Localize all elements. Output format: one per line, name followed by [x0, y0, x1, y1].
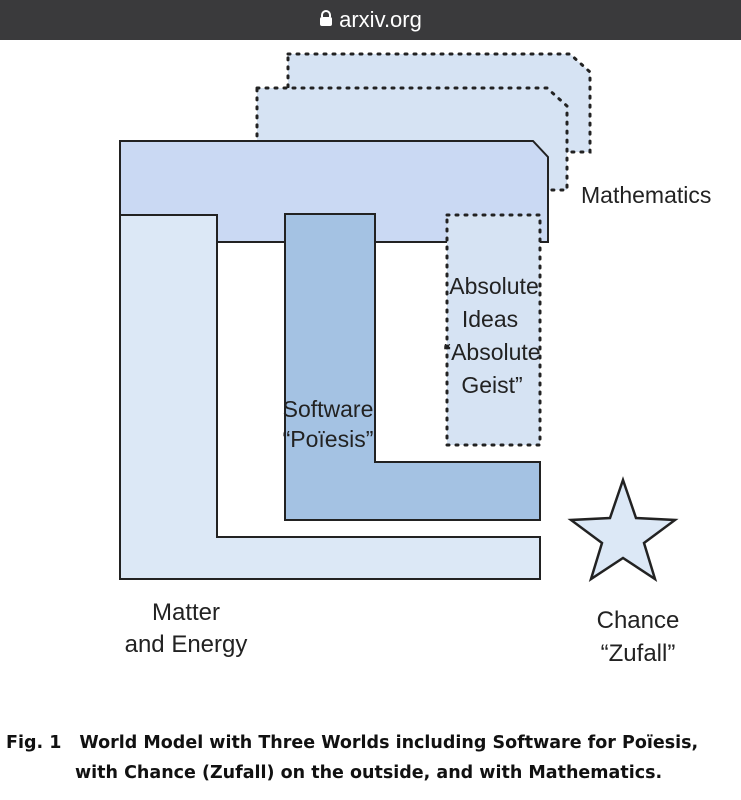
software-label-2: “Poïesis” [283, 426, 374, 452]
matter-energy-l-shape [119, 214, 541, 580]
caption-fig-label: Fig. 1 [6, 733, 62, 753]
caption-text-1: World Model with Three Worlds including … [79, 733, 699, 753]
browser-address-bar[interactable]: arxiv.org [0, 0, 741, 40]
world-model-diagram: Mathematics Absolute Ideas “Absolute Gei… [0, 40, 741, 720]
software-label-1: Software [283, 396, 374, 422]
chance-label-1: Chance [597, 607, 680, 634]
matter-label-1: Matter [152, 599, 220, 626]
caption-line-2: with Chance (Zufall) on the outside, and… [75, 763, 663, 783]
absolute-ideas-label-2: Ideas [462, 306, 518, 332]
chance-star-icon [567, 476, 679, 582]
matter-label-2: and Energy [125, 631, 248, 658]
url-text: arxiv.org [339, 7, 422, 32]
absolute-ideas-box [445, 213, 542, 447]
absolute-ideas-label-3: “Absolute [443, 339, 540, 365]
caption-line-1: Fig. 1 World Model with Three Worlds incl… [6, 728, 698, 758]
mathematics-label: Mathematics [581, 182, 711, 208]
absolute-ideas-label-1: Absolute [449, 273, 539, 299]
lock-icon [319, 7, 333, 33]
absolute-ideas-label-4: Geist” [461, 372, 522, 398]
chance-label-2: “Zufall” [601, 640, 676, 667]
diagram-svg: Mathematics Absolute Ideas “Absolute Gei… [119, 52, 711, 667]
software-l-shape [284, 213, 541, 521]
